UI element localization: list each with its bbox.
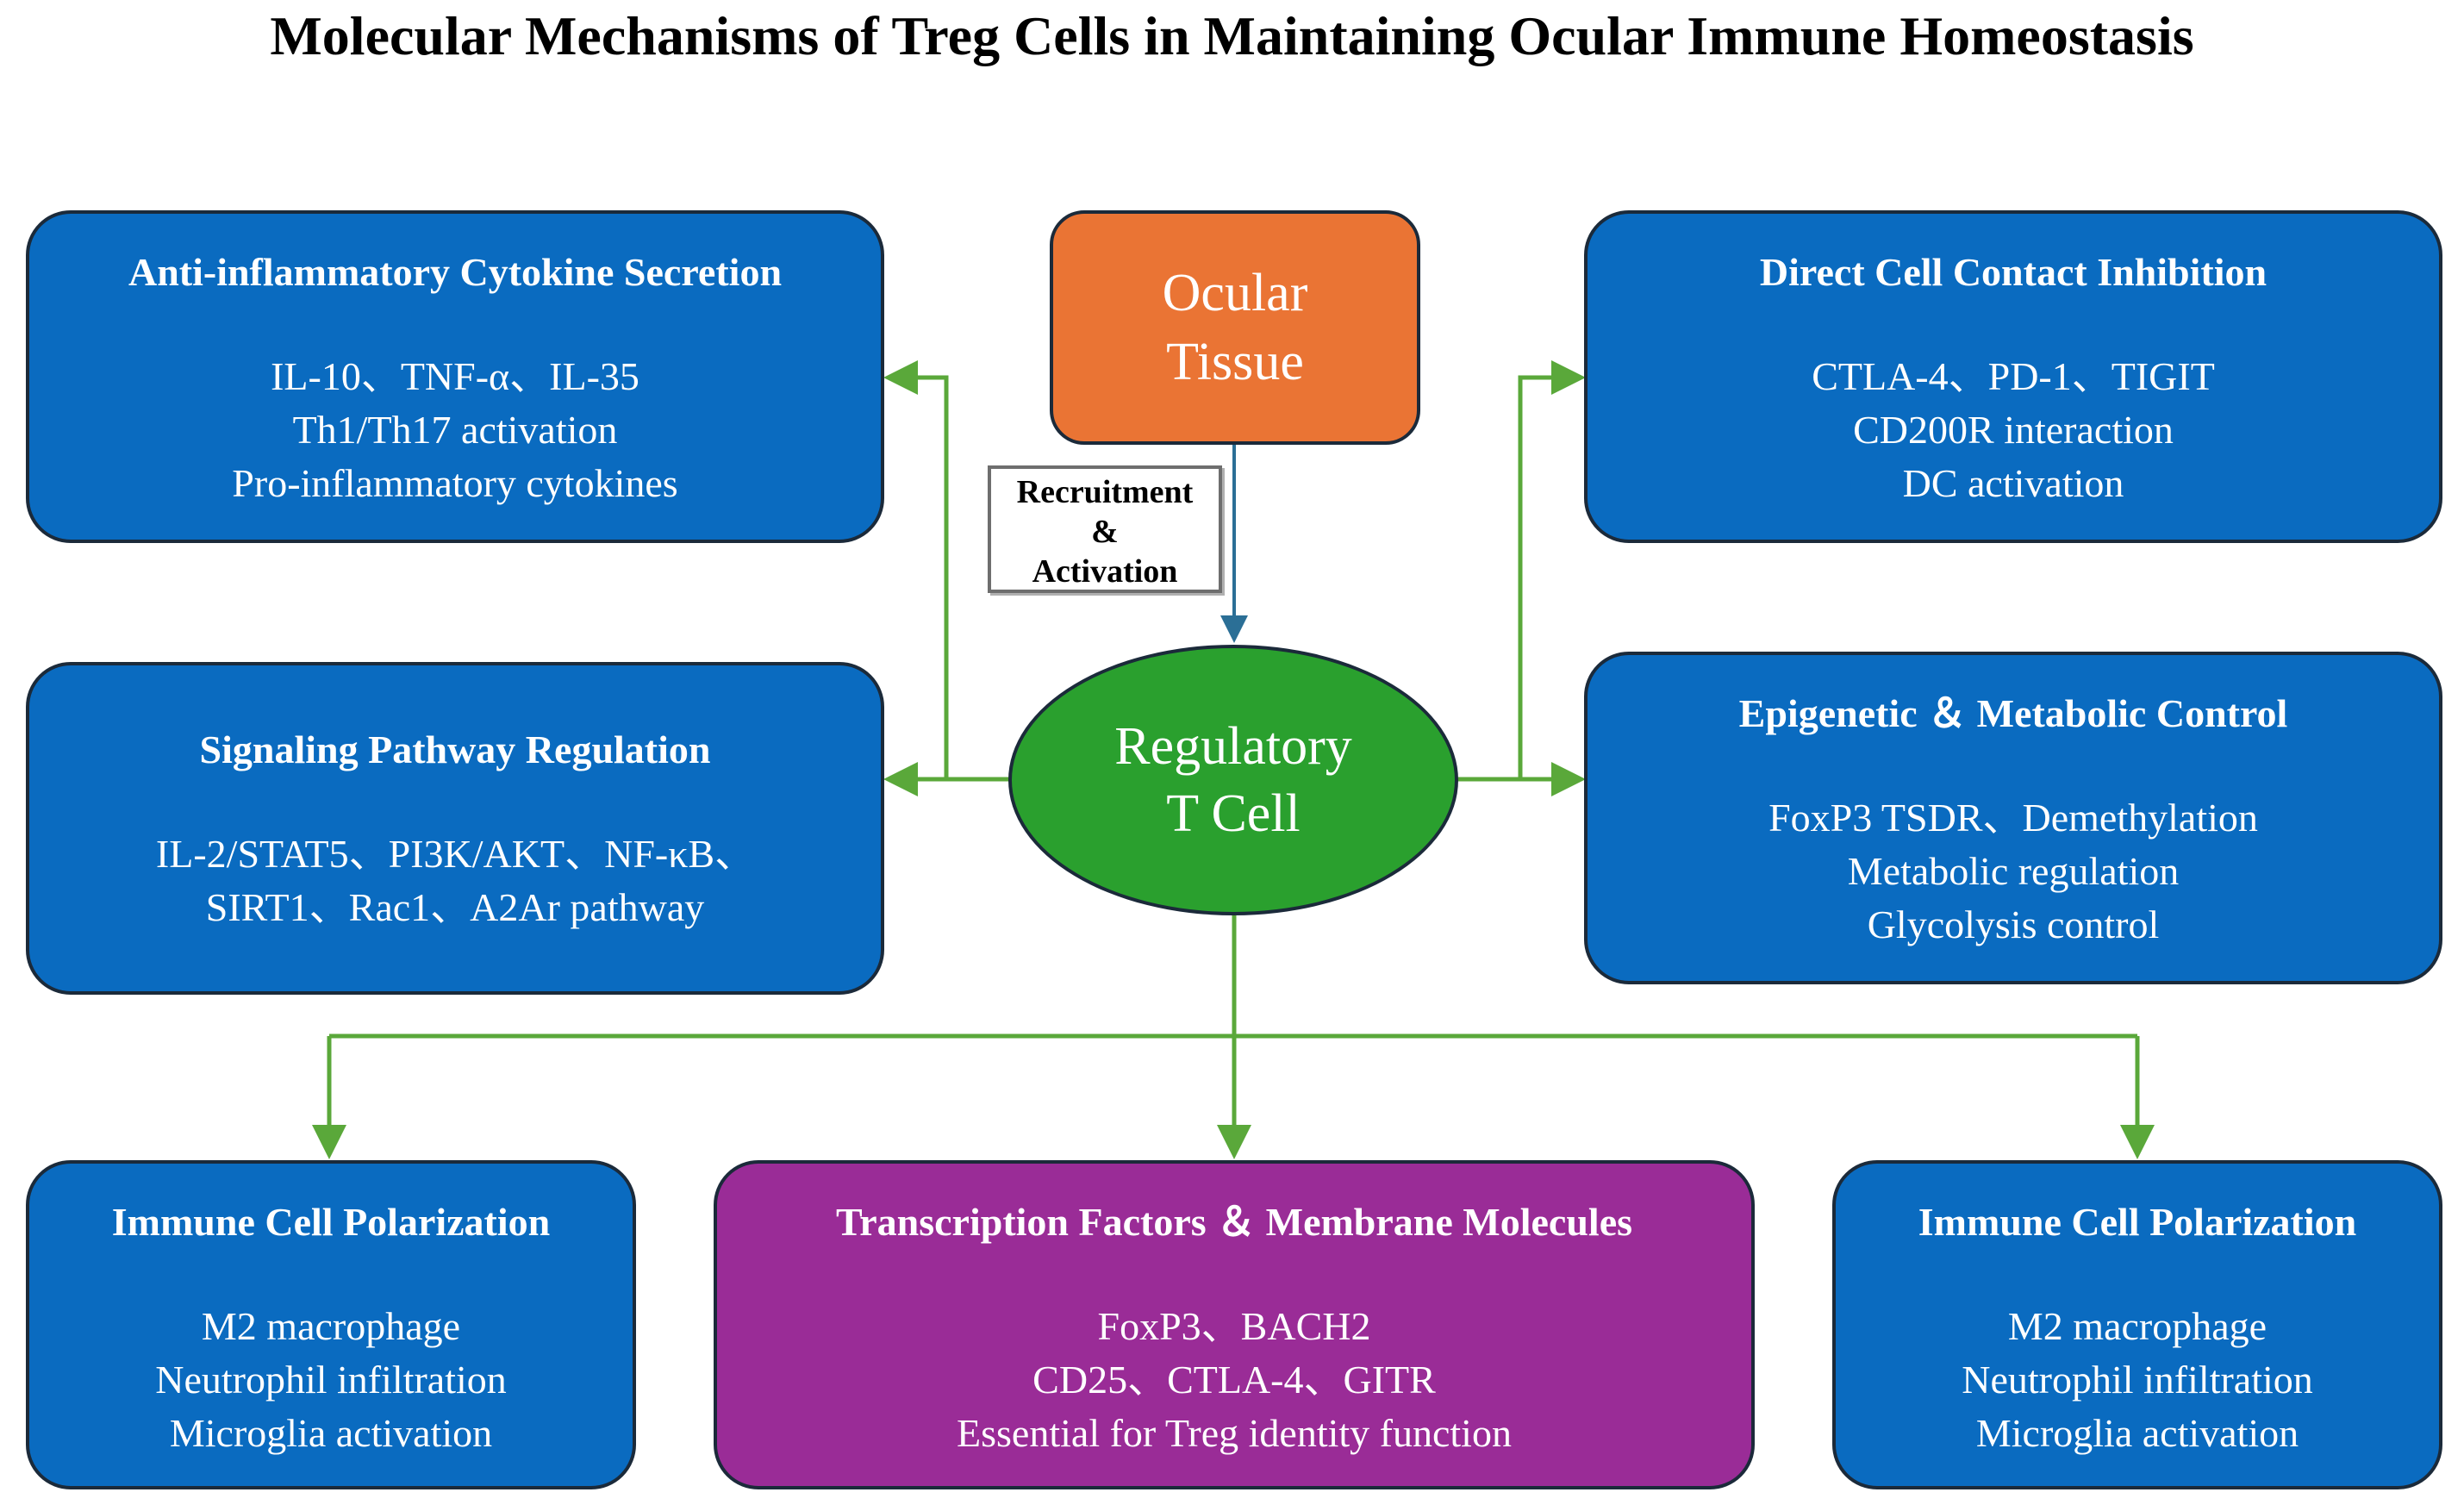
- box-line: Neutrophil infiltration: [155, 1358, 507, 1402]
- box-line: Metabolic regulation: [1847, 849, 2180, 893]
- transcription-factors-box: Transcription Factors ＆ Membrane Molecul…: [714, 1160, 1755, 1489]
- edge-label-line1: Recruitment: [1016, 474, 1194, 510]
- ocular-tissue-node: Ocular Tissue: [1050, 210, 1420, 445]
- box-line: Essential for Treg identity function: [957, 1411, 1512, 1455]
- arrow-treg-to-contact: [1518, 360, 1586, 779]
- recruitment-activation-label: Recruitment & Activation: [988, 465, 1222, 593]
- box-line: M2 macrophage: [201, 1304, 461, 1348]
- box-title: Anti-inflammatory Cytokine Secretion: [128, 250, 783, 294]
- box-line: M2 macrophage: [2007, 1304, 2268, 1348]
- box-title: Direct Cell Contact Inhibition: [1759, 250, 2268, 294]
- box-line: DC activation: [1902, 461, 2124, 505]
- arrow-treg-to-cytokine: [883, 360, 949, 779]
- box-title: Epigenetic ＆ Metabolic Control: [1738, 691, 2288, 735]
- box-line: CTLA-4、PD-1、TIGIT: [1812, 354, 2215, 398]
- edge-label-line3: Activation: [1032, 553, 1178, 590]
- box-line: Microglia activation: [169, 1411, 493, 1455]
- box-line: SIRT1、Rac1、A2Ar pathway: [205, 885, 705, 929]
- box-title: Signaling Pathway Regulation: [199, 727, 711, 771]
- immune-polarization-right-box: Immune Cell Polarization M2 macrophage N…: [1832, 1160, 2442, 1489]
- regulatory-t-cell-node: Regulatory T Cell: [1008, 645, 1458, 915]
- box-line: Microglia activation: [1975, 1411, 2299, 1455]
- box-line: Th1/Th17 activation: [292, 408, 618, 452]
- box-line: CD200R interaction: [1853, 408, 2174, 452]
- ocular-tissue-line2: Tissue: [1166, 333, 1304, 391]
- box-line: FoxP3、BACH2: [1097, 1304, 1371, 1348]
- treg-line1: Regulatory: [1114, 717, 1352, 776]
- cytokine-secretion-box: Anti-inflammatory Cytokine Secretion IL-…: [26, 210, 884, 543]
- box-title: Immune Cell Polarization: [111, 1200, 551, 1244]
- epigenetic-metabolic-box: Epigenetic ＆ Metabolic Control FoxP3 TSD…: [1584, 652, 2442, 984]
- box-line: IL-10、TNF-α、IL-35: [271, 354, 639, 398]
- ocular-tissue-line1: Ocular: [1162, 264, 1308, 322]
- signaling-pathway-box: Signaling Pathway Regulation IL-2/STAT5、…: [26, 662, 884, 995]
- box-line: Glycolysis control: [1867, 902, 2160, 946]
- box-line: CD25、CTLA-4、GITR: [1032, 1358, 1436, 1402]
- box-line: FoxP3 TSDR、Demethylation: [1768, 796, 2258, 840]
- treg-line2: T Cell: [1166, 784, 1301, 843]
- box-title: Immune Cell Polarization: [1918, 1200, 2357, 1244]
- diagram-title: Molecular Mechanisms of Treg Cells in Ma…: [270, 5, 2194, 66]
- immune-polarization-left-box: Immune Cell Polarization M2 macrophage N…: [26, 1160, 636, 1489]
- cell-contact-inhibition-box: Direct Cell Contact Inhibition CTLA-4、PD…: [1584, 210, 2442, 543]
- box-line: IL-2/STAT5、PI3K/AKT、NF-κB、: [155, 832, 755, 876]
- edge-label-line2: &: [1091, 514, 1119, 550]
- box-title: Transcription Factors ＆ Membrane Molecul…: [835, 1200, 1633, 1244]
- box-line: Pro-inflammatory cytokines: [232, 461, 678, 505]
- box-line: Neutrophil infiltration: [1962, 1358, 2313, 1402]
